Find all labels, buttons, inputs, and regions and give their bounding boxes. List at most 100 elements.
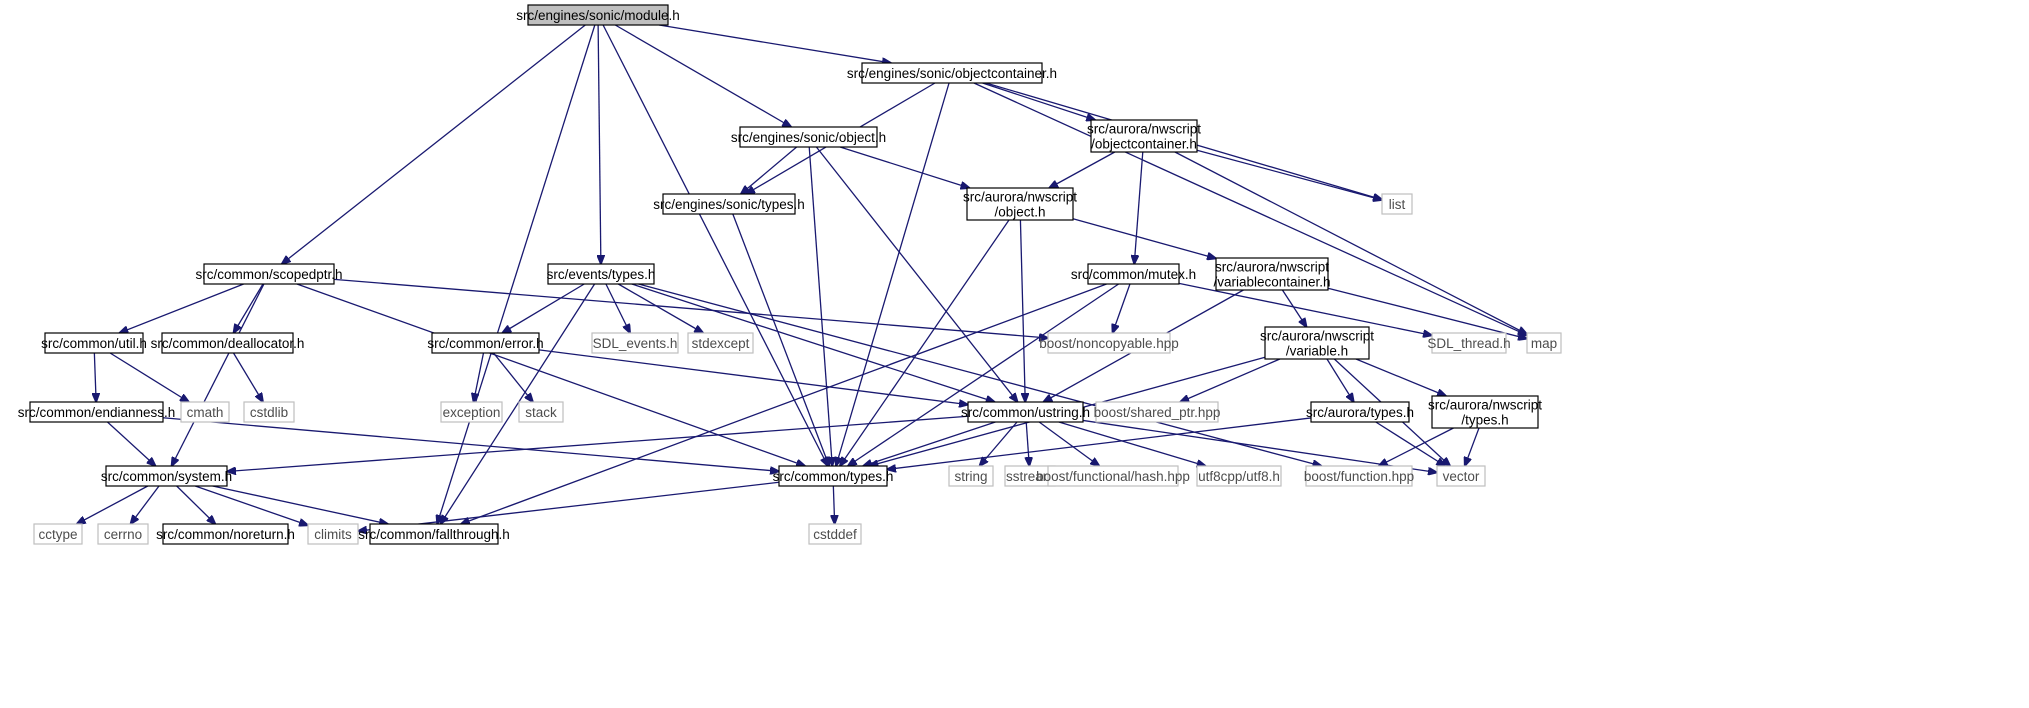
node-ustring[interactable]: src/common/ustring.h xyxy=(961,401,1090,423)
node-cmath: cmath xyxy=(180,401,230,423)
node-label: cmath xyxy=(187,405,224,420)
node-nws_variable[interactable]: src/aurora/nwscript/variable.h xyxy=(1260,326,1374,360)
edge-common_types-to-climits xyxy=(358,481,780,531)
node-fallthrough[interactable]: src/common/fallthrough.h xyxy=(358,523,510,545)
node-climits: climits xyxy=(307,523,359,545)
node-box xyxy=(1431,332,1507,354)
node-box xyxy=(1215,257,1329,291)
edge-mutex-to-noncopyable xyxy=(1113,283,1131,333)
node-label: SDL_events.h xyxy=(593,336,678,351)
edge-module-to-fallthrough xyxy=(437,24,596,524)
node-label: src/aurora/nwscript xyxy=(1087,122,1201,137)
nodes-layer: src/engines/sonic/module.h src/engines/so… xyxy=(18,4,1562,545)
node-label: src/common/util.h xyxy=(41,336,147,351)
node-objcontainer[interactable]: src/engines/sonic/objectcontainer.h xyxy=(847,62,1057,84)
node-nws_varcontainer[interactable]: src/aurora/nwscript/variablecontainer.h xyxy=(1213,257,1331,291)
node-cctype: cctype xyxy=(33,523,83,545)
node-common_types[interactable]: src/common/types.h xyxy=(773,465,894,487)
node-box xyxy=(1095,401,1219,423)
edge-util-to-cmath xyxy=(109,352,189,402)
edge-error-to-exception xyxy=(474,352,485,402)
node-nws_types[interactable]: src/aurora/nwscript/types.h xyxy=(1428,395,1542,429)
node-mutex[interactable]: src/common/mutex.h xyxy=(1071,263,1196,285)
node-deallocator[interactable]: src/common/deallocator.h xyxy=(151,332,305,354)
node-label: vector xyxy=(1443,469,1480,484)
edge-scopedptr-to-deallocator xyxy=(234,283,264,333)
node-endianness[interactable]: src/common/endianness.h xyxy=(18,401,176,423)
edge-ustring-to-string xyxy=(980,421,1018,466)
node-box xyxy=(967,401,1084,423)
node-error[interactable]: src/common/error.h xyxy=(427,332,544,354)
edge-scopedptr-to-util xyxy=(119,283,244,333)
node-box xyxy=(1196,465,1282,487)
edge-events_types-to-error xyxy=(502,283,585,333)
node-noreturn[interactable]: src/common/noreturn.h xyxy=(156,523,295,545)
node-box xyxy=(105,465,228,487)
node-label: src/common/mutex.h xyxy=(1071,267,1196,282)
node-events_types[interactable]: src/events/types.h xyxy=(547,263,656,285)
node-label: /object.h xyxy=(994,205,1045,220)
edge-nws_types-to-boost_function xyxy=(1379,427,1454,466)
node-box xyxy=(33,523,83,545)
node-box xyxy=(203,263,335,285)
node-box xyxy=(1305,465,1413,487)
edge-system-to-cctype xyxy=(77,485,149,524)
edge-scopedptr-to-noncopyable xyxy=(333,278,1048,338)
node-util[interactable]: src/common/util.h xyxy=(41,332,147,354)
node-label: /types.h xyxy=(1461,413,1508,428)
node-scopedptr[interactable]: src/common/scopedptr.h xyxy=(195,263,343,285)
edge-ustring-to-func_hash xyxy=(1038,421,1099,466)
node-box xyxy=(547,263,655,285)
edge-nws_variable-to-aurora_types xyxy=(1326,358,1354,402)
edge-system-to-fallthrough xyxy=(212,485,388,524)
node-object[interactable]: src/engines/sonic/object.h xyxy=(731,126,886,148)
edge-module-to-events_types xyxy=(598,24,601,264)
node-label: src/events/types.h xyxy=(547,267,656,282)
node-stack: stack xyxy=(518,401,564,423)
node-exception: exception xyxy=(440,401,503,423)
edge-events_types-to-fallthrough xyxy=(440,283,596,524)
node-sdl_thread: SDL_thread.h xyxy=(1427,332,1511,354)
node-nws_object[interactable]: src/aurora/nwscript/object.h xyxy=(963,187,1077,221)
node-label: src/common/fallthrough.h xyxy=(358,527,510,542)
node-sonic_types[interactable]: src/engines/sonic/types.h xyxy=(653,193,805,215)
node-box xyxy=(739,126,878,148)
node-vector: vector xyxy=(1436,465,1486,487)
node-label: src/common/system.h xyxy=(101,469,232,484)
node-label: list xyxy=(1389,197,1406,212)
node-label: sstream xyxy=(1006,469,1054,484)
node-label: /objectcontainer.h xyxy=(1091,137,1197,152)
node-module[interactable]: src/engines/sonic/module.h xyxy=(516,4,680,26)
node-label: src/engines/sonic/objectcontainer.h xyxy=(847,66,1057,81)
node-label: src/aurora/nwscript xyxy=(1428,398,1542,413)
node-aurora_types[interactable]: src/aurora/types.h xyxy=(1306,401,1414,423)
node-string: string xyxy=(948,465,994,487)
edge-object-to-nws_object xyxy=(839,146,969,188)
edge-object-to-common_types xyxy=(808,146,832,466)
edge-scopedptr-to-common_types xyxy=(296,283,805,466)
node-label: src/aurora/types.h xyxy=(1306,405,1414,420)
edge-mutex-to-sdl_thread xyxy=(1178,282,1432,335)
edge-nws_variable-to-nws_types xyxy=(1355,358,1446,396)
node-system[interactable]: src/common/system.h xyxy=(101,465,232,487)
node-box xyxy=(948,465,994,487)
edge-objcontainer-to-nws_objcontainer xyxy=(982,82,1095,120)
node-box xyxy=(97,523,149,545)
edge-nws_varcontainer-to-nws_variable xyxy=(1281,289,1306,327)
edge-object-to-ustring xyxy=(815,146,1017,402)
node-box xyxy=(1436,465,1486,487)
node-label: src/common/noreturn.h xyxy=(156,527,295,542)
node-nws_objcontainer[interactable]: src/aurora/nwscript/objectcontainer.h xyxy=(1087,119,1201,153)
node-box xyxy=(527,4,669,26)
edge-nws_object-to-common_types xyxy=(840,219,1010,466)
edge-ustring-to-vector xyxy=(1082,419,1437,472)
node-shared_ptr: boost/shared_ptr.hpp xyxy=(1094,401,1220,423)
node-box xyxy=(861,62,1043,84)
node-box xyxy=(243,401,295,423)
node-box xyxy=(307,523,359,545)
node-box xyxy=(1087,263,1180,285)
edge-sonic_types-to-common_types xyxy=(732,213,829,466)
node-label: cerrno xyxy=(104,527,142,542)
edge-common_types-to-cstddef xyxy=(833,485,834,524)
edge-error-to-stack xyxy=(493,352,533,402)
